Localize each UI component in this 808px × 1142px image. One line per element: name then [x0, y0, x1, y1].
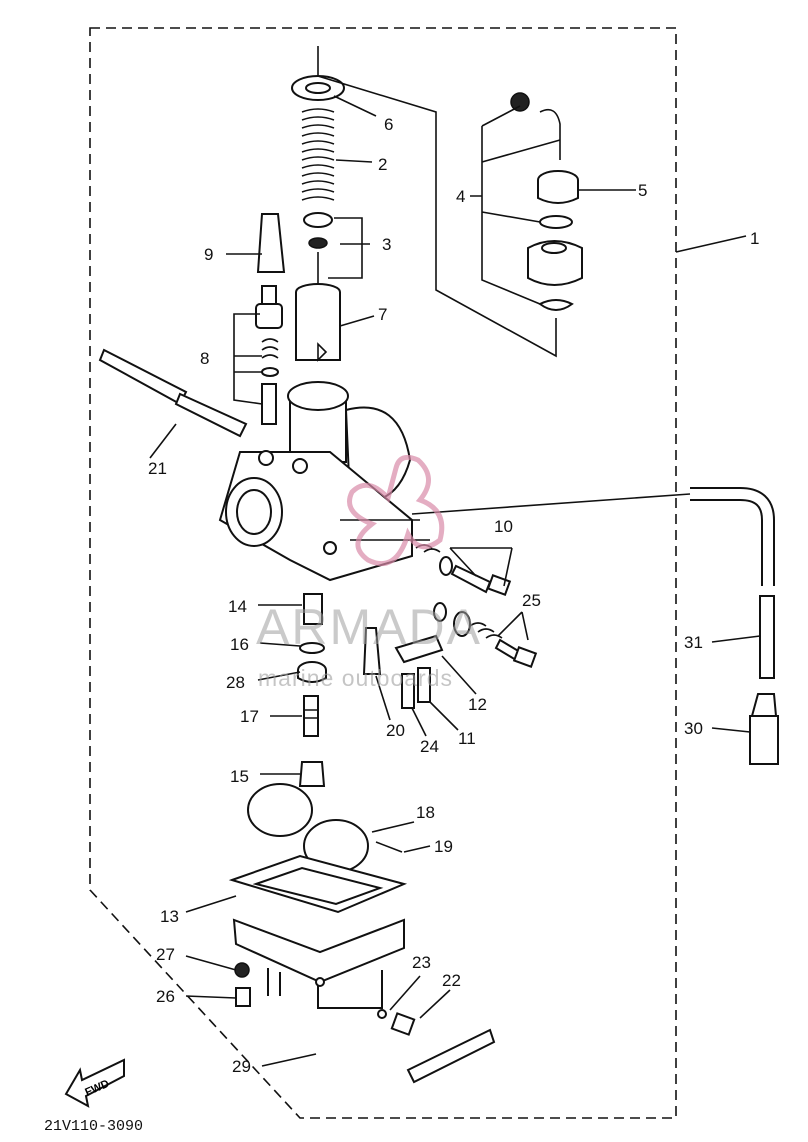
throttle-valve-part — [295, 283, 341, 362]
callout-5: 5 — [638, 181, 647, 200]
cap-part — [256, 213, 286, 273]
callout-6: 6 — [384, 115, 393, 134]
pilot-jet-part — [362, 627, 382, 675]
watermark-tagline: marine outboards — [258, 665, 453, 691]
callout-20: 20 — [386, 721, 405, 740]
leader-lines — [149, 46, 761, 1067]
needle-jet-part — [303, 695, 319, 737]
fuel-filter-part — [749, 693, 779, 765]
throttle-stop-screw-part — [433, 602, 538, 668]
callout-7: 7 — [378, 305, 387, 324]
starter-plunger-part — [255, 285, 283, 425]
callout-21: 21 — [148, 459, 167, 478]
watermark-logo-icon — [347, 454, 445, 567]
screw-part — [401, 667, 431, 709]
pilot-air-screw-part — [415, 544, 512, 596]
callout-4: 4 — [456, 187, 465, 206]
callout-8: 8 — [200, 349, 209, 368]
callout-30: 30 — [684, 719, 703, 738]
float-bowl-part — [228, 854, 408, 1009]
callout-23: 23 — [412, 953, 431, 972]
callout-1: 1 — [750, 229, 759, 248]
callout-26: 26 — [156, 987, 175, 1006]
callout-17: 17 — [240, 707, 259, 726]
callout-3: 3 — [382, 235, 391, 254]
callout-labels: 1 2 3 4 5 6 7 8 9 10 11 12 13 14 15 16 1… — [148, 115, 759, 1076]
assembly-boundary — [89, 27, 677, 1119]
drain-screw-part — [234, 962, 416, 1036]
cap-gasket-part — [291, 75, 345, 101]
main-jet-holder-part — [297, 593, 327, 683]
armada-watermark: ARMADA marine outboards — [256, 454, 482, 691]
float-part — [247, 783, 403, 873]
callout-9: 9 — [204, 245, 213, 264]
callout-24: 24 — [420, 737, 439, 756]
callout-27: 27 — [156, 945, 175, 964]
callout-10: 10 — [494, 517, 513, 536]
overflow-hose-part — [313, 1016, 496, 1106]
throttle-spring-part — [301, 108, 335, 201]
callout-25: 25 — [522, 591, 541, 610]
forward-arrow-icon: FWD — [64, 1058, 125, 1108]
callout-15: 15 — [230, 767, 249, 786]
callout-22: 22 — [442, 971, 461, 990]
choke-rod-part — [98, 348, 248, 438]
callout-14: 14 — [228, 597, 247, 616]
callout-2: 2 — [378, 155, 387, 174]
watermark-brand: ARMADA — [256, 599, 482, 655]
callout-11: 11 — [458, 729, 476, 748]
callout-28: 28 — [226, 673, 245, 692]
callout-16: 16 — [230, 635, 249, 654]
callout-18: 18 — [416, 803, 435, 822]
callout-19: 19 — [434, 837, 453, 856]
callout-29: 29 — [232, 1057, 251, 1076]
main-jet-part — [298, 761, 326, 787]
fuel-hose-part — [690, 487, 775, 679]
cable-adjuster-part — [510, 92, 583, 311]
callout-12: 12 — [468, 695, 487, 714]
callout-31: 31 — [684, 633, 703, 652]
callout-13: 13 — [160, 907, 179, 926]
needle-clip-part — [303, 212, 333, 292]
float-pin-plate-part — [394, 634, 444, 664]
drawing-code: 21V110-3090 — [44, 1118, 143, 1135]
